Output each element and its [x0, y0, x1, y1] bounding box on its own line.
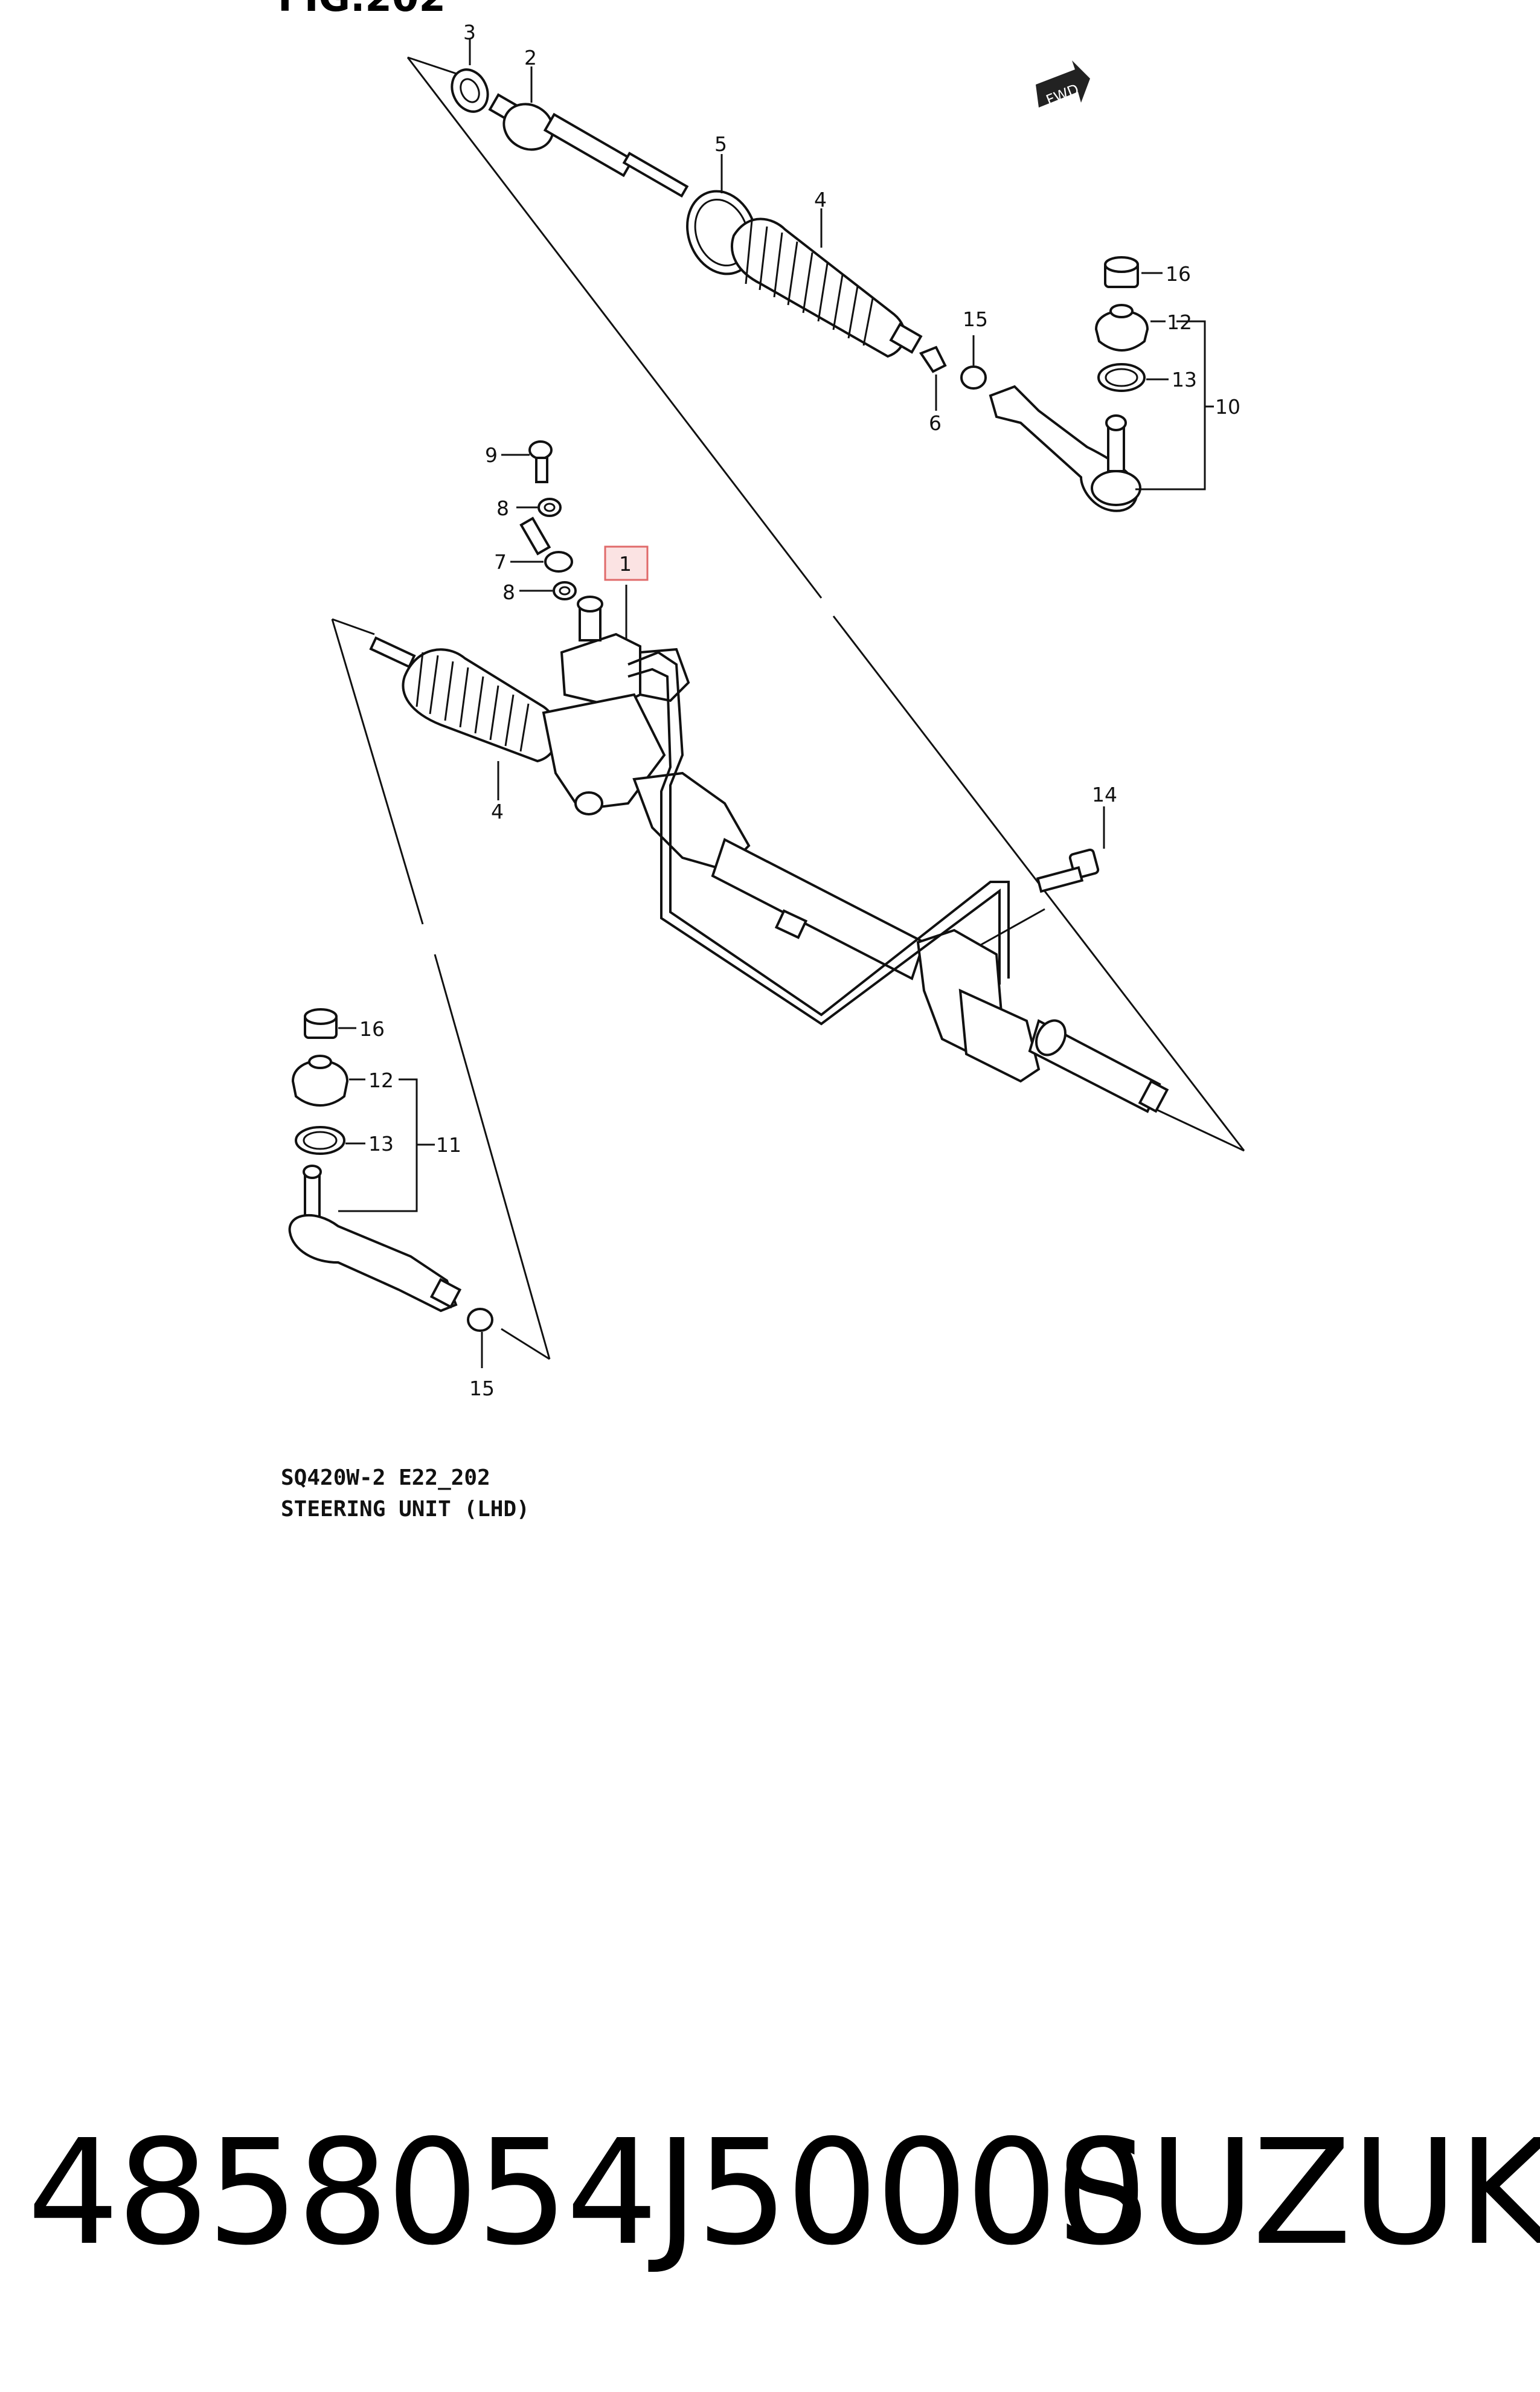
exploded-parts-diagram: FIG.202 FWD — [278, 0, 1245, 1522]
part-1-highlight-box[interactable] — [604, 545, 649, 581]
callout-16-lower[interactable]: 16 — [359, 1017, 385, 1041]
callout-15-lower[interactable]: 15 — [469, 1377, 495, 1400]
callout-11[interactable]: 11 — [436, 1133, 461, 1157]
part-number: 4858054J50000 — [27, 2108, 1147, 2277]
part-9-bolt — [501, 440, 553, 483]
callout-13-lower[interactable]: 13 — [368, 1132, 394, 1156]
part-8-lower-washer — [519, 581, 577, 600]
part-3-lock-washer — [451, 39, 489, 113]
callout-13-upper[interactable]: 13 — [1172, 368, 1197, 391]
part-1-steering-gear-assembly — [369, 585, 1169, 1113]
callout-6[interactable]: 6 — [929, 411, 942, 435]
callout-9[interactable]: 9 — [485, 443, 498, 467]
assembly-frame-lines — [331, 56, 1245, 1360]
callout-12-lower[interactable]: 12 — [368, 1069, 394, 1092]
part-15-upper-nut — [960, 335, 987, 390]
callout-12-upper[interactable]: 12 — [1167, 310, 1192, 334]
part-13-upper-ring — [1097, 363, 1169, 392]
callout-labels: 1 2 3 4 4 5 6 7 8 8 9 10 11 12 12 13 13 … — [359, 21, 1240, 1400]
callout-15-upper[interactable]: 15 — [963, 307, 988, 331]
brand-name: SUZUKI — [1057, 2108, 1540, 2277]
part-6-boot-clip — [919, 346, 947, 411]
callout-4-lower[interactable]: 4 — [491, 800, 504, 823]
bracket-part-11 — [338, 1078, 435, 1212]
part-8-upper-washer — [516, 498, 562, 517]
callout-16-upper[interactable]: 16 — [1166, 262, 1191, 286]
part-7-union-bolt — [510, 516, 573, 573]
callout-14[interactable]: 14 — [1092, 783, 1117, 806]
part-10-tie-rod-end-right — [989, 385, 1141, 512]
callout-10[interactable]: 10 — [1215, 395, 1240, 419]
callout-1[interactable]: 1 — [619, 552, 632, 576]
part-14-mounting-bolt — [1036, 806, 1105, 893]
callout-5[interactable]: 5 — [714, 132, 727, 156]
part-12-upper-dust-boot — [1094, 304, 1166, 352]
part-16-lower-nut — [304, 1008, 356, 1039]
callout-4-upper[interactable]: 4 — [814, 188, 827, 211]
figure-code: SQ420W-2 E22_202 — [281, 1465, 490, 1490]
figure-title: FIG.202 — [278, 0, 446, 21]
callout-2[interactable]: 2 — [524, 46, 537, 69]
part-15-lower-nut — [467, 1308, 493, 1368]
callout-8-upper[interactable]: 8 — [496, 497, 509, 520]
callout-3[interactable]: 3 — [463, 21, 476, 44]
part-11-tie-rod-end-left — [288, 1165, 462, 1313]
bracket-part-10 — [1135, 320, 1214, 490]
part-16-upper-nut — [1104, 256, 1163, 288]
part-4-upper-bellows-boot — [731, 208, 923, 358]
part-2-tie-rod — [488, 66, 689, 198]
forward-arrow-icon: FWD — [1036, 60, 1090, 109]
part-12-lower-dust-boot — [291, 1055, 365, 1107]
figure-caption: STEERING UNIT (LHD) — [281, 1497, 530, 1522]
callout-7[interactable]: 7 — [494, 550, 507, 574]
callout-8-lower[interactable]: 8 — [502, 580, 515, 604]
part-13-lower-ring — [295, 1126, 365, 1155]
